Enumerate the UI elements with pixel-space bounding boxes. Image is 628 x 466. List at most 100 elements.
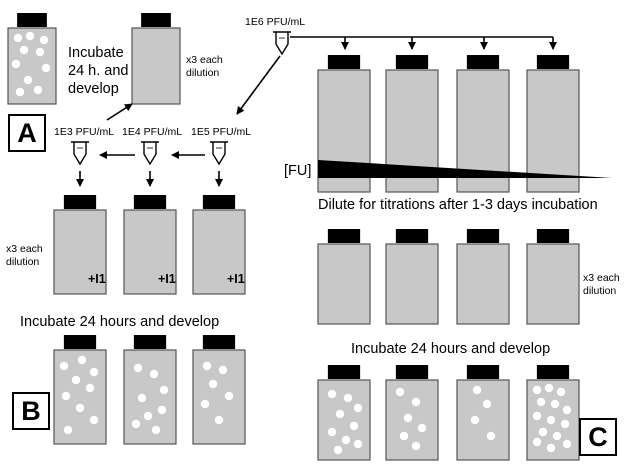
panel-b-label: B [12, 392, 50, 430]
flask-c3-2-plaque [417, 423, 427, 433]
flask-c2-4-body [526, 243, 580, 325]
flask-c3-3-plaque [482, 399, 492, 409]
flask-a-left-plaque [39, 35, 49, 45]
stock-concentration-label: 1E6 PFU/mL [245, 16, 306, 28]
flask-c3-4-plaque [532, 437, 542, 447]
flask-b2-1-plaque [77, 355, 87, 365]
flask-c2-3-body [456, 243, 510, 325]
flask-c3-1-body [317, 379, 371, 461]
flask-c-2-cap [395, 55, 429, 69]
x3-each-dilution-b-label: x3 each dilution [6, 243, 43, 268]
flask-a-left-plaque [33, 85, 43, 95]
tube-1e3 [71, 141, 89, 166]
flask-c3-3-cap [466, 365, 500, 379]
flask-c2-3-cap [466, 229, 500, 243]
flask-b2-3-plaque [208, 379, 218, 389]
flask-c3-4-cap [536, 365, 570, 379]
flask-b-3 [192, 195, 246, 295]
flask-b2-3-cap [202, 335, 236, 349]
flask-b2-2 [123, 335, 177, 445]
flask-c2-1 [317, 229, 371, 325]
flask-b2-2-plaque [133, 363, 143, 373]
flask-c3-2 [385, 365, 439, 461]
flask-c3-4-plaque [532, 385, 542, 395]
flask-c2-4-cap [536, 229, 570, 243]
inhibitor-label-2: +I1 [158, 272, 176, 286]
flask-c2-2 [385, 229, 439, 325]
flask-c3-4-plaque [536, 397, 546, 407]
flask-a-left-plaque [23, 75, 33, 85]
flask-b2-2-plaque [159, 385, 169, 395]
flask-b2-1-plaque [75, 403, 85, 413]
flask-a-right [131, 13, 181, 105]
flask-b2-2-plaque [137, 393, 147, 403]
dilution-1e3-label: 1E3 PFU/mL [54, 126, 115, 138]
flask-b2-2-plaque [157, 405, 167, 415]
flask-c3-3-plaque [472, 385, 482, 395]
flask-c3-1-plaque [341, 435, 351, 445]
flask-c-3-cap [466, 55, 500, 69]
flask-b2-3-plaque [218, 365, 228, 375]
flask-c-1-cap [327, 55, 361, 69]
flask-b-2-cap [133, 195, 167, 209]
flask-c3-1 [317, 365, 371, 461]
panel-c-label: C [579, 418, 617, 456]
flask-c3-4-plaque [546, 415, 556, 425]
x3-each-dilution-c-label: x3 each dilution [583, 272, 620, 297]
flask-b2-3 [192, 335, 246, 445]
x3-each-dilution-a-label: x3 each dilution [186, 54, 223, 79]
flask-c3-2-plaque [411, 441, 421, 451]
flask-b2-2-plaque [131, 419, 141, 429]
flask-b2-1-plaque [85, 383, 95, 393]
flask-c3-4-plaque [538, 427, 548, 437]
flask-c3-1-plaque [333, 445, 343, 455]
flask-c3-1-plaque [343, 393, 353, 403]
inhibitor-label-1: +I1 [88, 272, 106, 286]
flask-c2-2-cap [395, 229, 429, 243]
flask-b-2-body [123, 209, 177, 295]
flask-a-left-plaque [35, 47, 45, 57]
flask-b2-2-body [123, 349, 177, 445]
fu-gradient-wedge [318, 160, 612, 178]
flask-a-left-plaque [25, 31, 35, 41]
flask-a-left [7, 13, 57, 105]
flask-c3-1-cap [327, 365, 361, 379]
flask-b2-1-plaque [89, 367, 99, 377]
flask-c2-1-cap [327, 229, 361, 243]
flask-c3-2-body [385, 379, 439, 461]
flask-c3-4 [526, 365, 580, 461]
tube-1e5 [210, 141, 228, 166]
flask-b2-1-cap [63, 335, 97, 349]
flask-b-3-cap [202, 195, 236, 209]
incubate-develop-a-label: Incubate 24 h. and develop [68, 45, 129, 97]
flask-c3-4-plaque [562, 439, 572, 449]
flask-b2-2-plaque [151, 425, 161, 435]
flask-c3-3-body [456, 379, 510, 461]
flask-c2-4 [526, 229, 580, 325]
arrow-stock-to-1e5 [236, 55, 281, 115]
tube-1e4 [141, 141, 159, 166]
flask-c3-1-plaque [327, 427, 337, 437]
flask-a-left-plaque [13, 33, 23, 43]
flask-b2-3-plaque [200, 399, 210, 409]
dilution-1e4-label: 1E4 PFU/mL [122, 126, 183, 138]
flask-b2-2-plaque [149, 369, 159, 379]
flask-c3-4-plaque [562, 405, 572, 415]
flask-c3-4-plaque [556, 387, 566, 397]
flask-b2-2-cap [133, 335, 167, 349]
dilute-titrations-label: Dilute for titrations after 1-3 days inc… [318, 197, 598, 213]
flask-c3-2-plaque [395, 387, 405, 397]
flask-c3-2-plaque [403, 413, 413, 423]
flask-c3-1-plaque [335, 409, 345, 419]
flask-a-left-plaque [41, 63, 51, 73]
flask-c2-3 [456, 229, 510, 325]
flask-c3-4-plaque [532, 411, 542, 421]
arrow-1e3-to-a [106, 103, 133, 121]
flask-c-4-cap [536, 55, 570, 69]
flask-b2-2-plaque [143, 411, 153, 421]
inhibitor-label-3: +I1 [227, 272, 245, 286]
flask-b-2 [123, 195, 177, 295]
flask-b2-1-plaque [59, 361, 69, 371]
flask-c3-1-plaque [349, 421, 359, 431]
